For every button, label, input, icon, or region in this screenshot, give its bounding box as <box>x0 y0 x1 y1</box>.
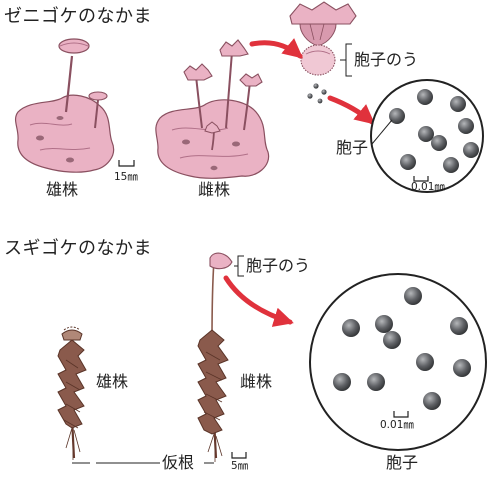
liverwort-sporangium-label: 胞子のう <box>354 52 418 68</box>
liverwort-section-title: ゼニゴケのなかま <box>4 8 152 26</box>
liverwort-female-label: 雌株 <box>198 182 230 198</box>
sporangium-bracket <box>340 44 352 76</box>
moss-male-plant <box>58 327 86 460</box>
arrow-to-sporangium <box>252 43 300 56</box>
liverwort-spore-scale-label: 0.01㎜ <box>411 182 445 193</box>
moss-scale-label: 5㎜ <box>231 461 248 472</box>
rhizoid-label: 仮根 <box>162 455 194 471</box>
liverwort-female-plant <box>156 40 269 178</box>
moss-female-plant <box>198 253 232 462</box>
moss-spore-label: 胞子 <box>386 455 418 471</box>
arrow-to-spores <box>330 98 372 122</box>
moss-scale-bar <box>232 452 246 458</box>
liverwort-spore-circle <box>371 80 483 192</box>
liverwort-scale-label: 15㎜ <box>114 172 138 183</box>
liverwort-scale-bar <box>119 160 134 166</box>
liverwort-spore-label: 胞子 <box>336 140 368 156</box>
moss-section-title: スギゴケのなかま <box>4 240 152 258</box>
moss-sporangium-bracket <box>234 256 244 276</box>
moss-male-label: 雄株 <box>96 374 128 390</box>
liverwort-male-label: 雄株 <box>46 182 78 198</box>
liverwort-male-plant <box>16 39 114 172</box>
moss-spore-scale-label: 0.01㎜ <box>380 420 414 431</box>
moss-female-label: 雌株 <box>240 374 272 390</box>
moss-sporangium-label: 胞子のう <box>246 258 310 274</box>
moss-arrow-to-spores <box>226 278 290 322</box>
